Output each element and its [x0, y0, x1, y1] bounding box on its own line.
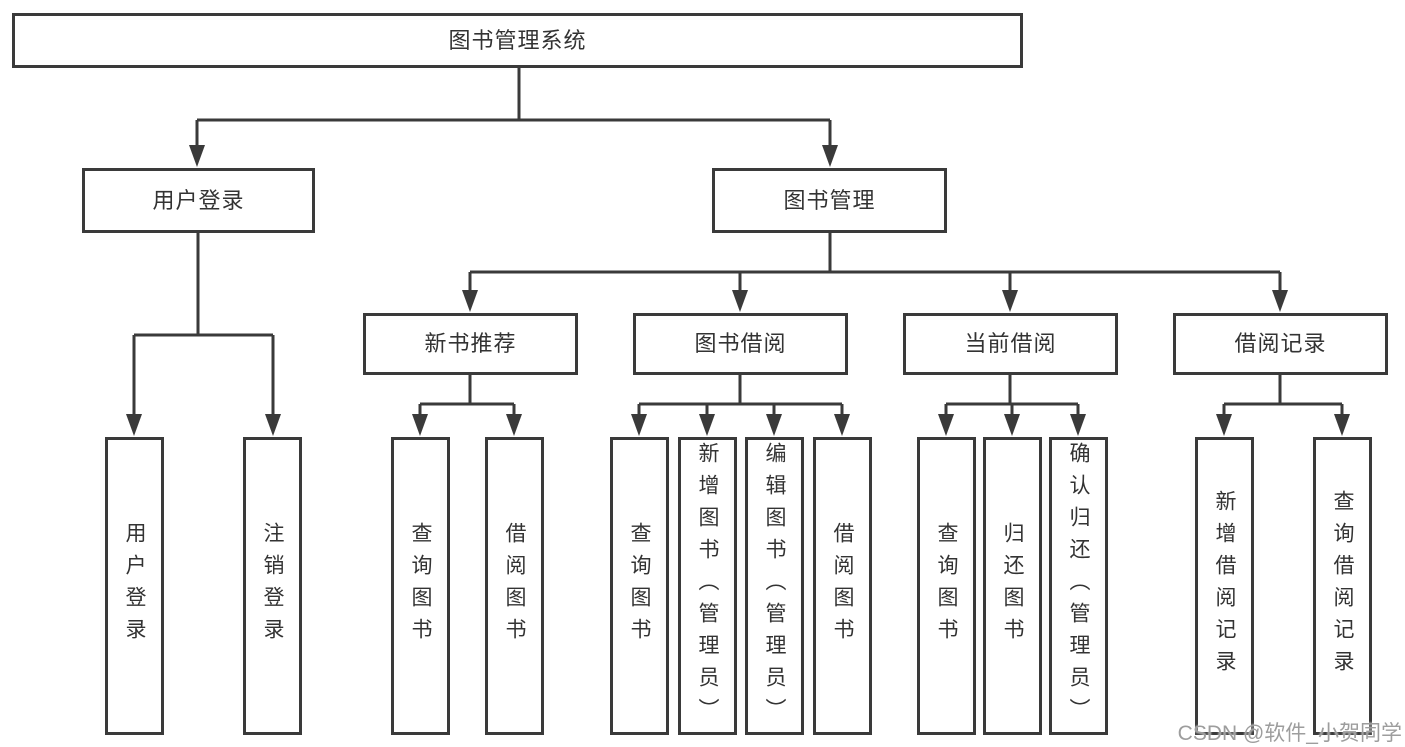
leaf-return-books: 归还图书: [983, 437, 1042, 735]
watermark: CSDN @软件_小贺同学: [1177, 722, 1402, 745]
node-current-borrowing: 当前借阅: [903, 313, 1118, 375]
leaf-query-books-3: 查询图书: [917, 437, 976, 735]
node-book-management: 图书管理: [712, 168, 947, 233]
node-library-system: 图书管理系统: [12, 13, 1023, 68]
node-book-borrowing: 图书借阅: [633, 313, 848, 375]
leaf-query-borrow-record: 查询借阅记录: [1313, 437, 1372, 735]
leaf-user-login: 用户登录: [105, 437, 164, 735]
leaf-borrow-books-1: 借阅图书: [485, 437, 544, 735]
leaf-borrow-books-2: 借阅图书: [813, 437, 872, 735]
leaf-add-borrow-record: 新增借阅记录: [1195, 437, 1254, 735]
leaf-edit-books-admin: 编辑图书（管理员）: [745, 437, 804, 735]
node-user-login: 用户登录: [82, 168, 315, 233]
leaf-add-books-admin: 新增图书（管理员）: [678, 437, 737, 735]
leaf-query-books-2: 查询图书: [610, 437, 669, 735]
leaf-confirm-return-admin: 确认归还（管理员）: [1049, 437, 1108, 735]
node-borrowing-records: 借阅记录: [1173, 313, 1388, 375]
node-new-book-recommendation: 新书推荐: [363, 313, 578, 375]
leaf-query-books-1: 查询图书: [391, 437, 450, 735]
leaf-logout: 注销登录: [243, 437, 302, 735]
